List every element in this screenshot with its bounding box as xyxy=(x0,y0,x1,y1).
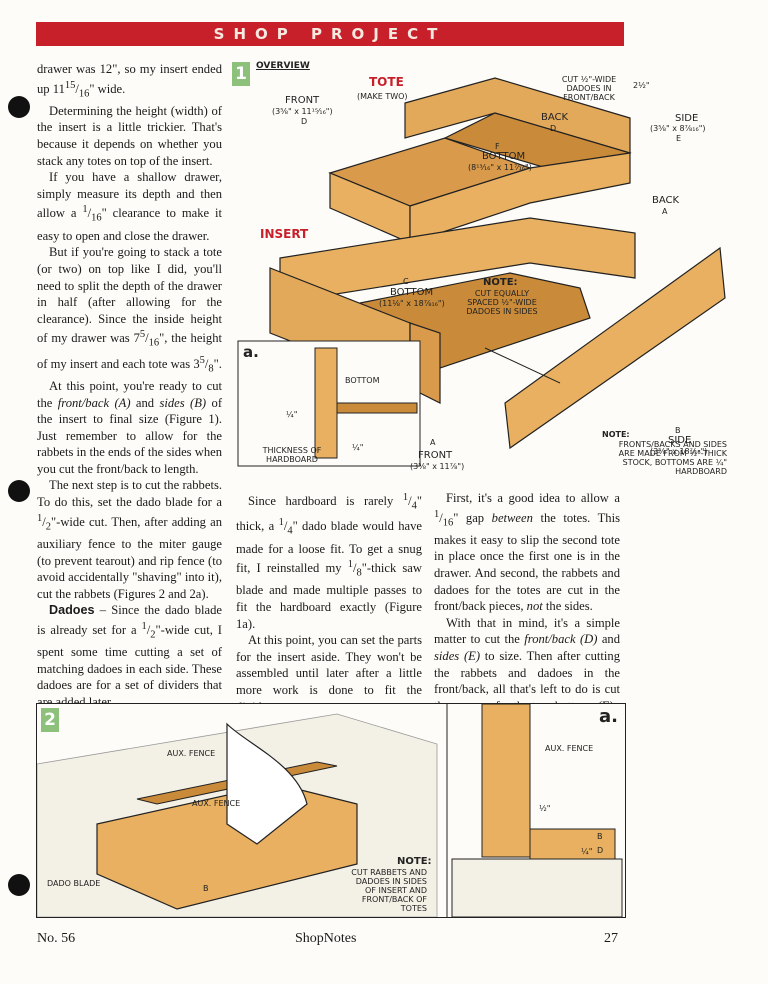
dado-blade-label: DADO BLADE xyxy=(47,879,101,888)
article-column-3: First, it's a good idea to allow a 1/16"… xyxy=(434,490,620,714)
figure-number-badge: 1 xyxy=(232,62,250,86)
back-top-letter: D xyxy=(550,124,557,133)
issue-number: No. 56 xyxy=(37,931,76,946)
aux-fence-label-1: AUX. FENCE xyxy=(167,749,216,758)
binder-hole xyxy=(8,480,30,502)
cut-dadoes-note: CUT ½"-WIDE DADOES IN FRONT/BACK xyxy=(561,75,617,102)
table-saw-drawing xyxy=(37,704,623,917)
tote-label: TOTE xyxy=(369,75,404,89)
bottom-insert-label: BOTTOM xyxy=(390,287,434,298)
note-rabbets-body: CUT RABBETS AND DADOES IN SIDES OF INSER… xyxy=(351,868,427,913)
figure-1-overview: 1 OVERVIEW TOTE (MAKE TWO) FRONT (3⅝" x … xyxy=(230,58,730,488)
detail-a-thickness: THICKNESS OF HARDBOARD xyxy=(262,446,322,464)
tote-make-two: (MAKE TWO) xyxy=(357,92,408,101)
front-insert-letter: A xyxy=(430,438,436,447)
detail-2a-label: a. xyxy=(599,706,618,727)
note-material-body: FRONTS/BACKS AND SIDES ARE MADE FROM ½"-… xyxy=(618,440,727,476)
binder-hole xyxy=(8,96,30,118)
detail-b-letter: B xyxy=(597,832,603,841)
shop-project-banner: SHOP PROJECT xyxy=(36,22,624,46)
detail-a-aux-fence xyxy=(481,704,531,858)
detail-a-quarter: ¼" xyxy=(286,410,298,419)
bottom-insert-dim: (11⅛" x 18⅞₁₆") xyxy=(379,299,445,308)
workpiece-letter: B xyxy=(203,884,209,893)
paragraph: Dadoes – Since the dado blade is already… xyxy=(37,603,222,709)
figure-2-rabbets: 2 AUX. FENCE AUX. FENCE DADO BLADE B NOT… xyxy=(36,703,626,918)
side-top-label: SIDE xyxy=(675,113,699,124)
detail-a-bottom-label: BOTTOM xyxy=(345,376,380,385)
bottom-insert-letter: C xyxy=(403,277,409,286)
side-top-letter: E xyxy=(676,134,682,143)
note-rabbets-title: NOTE: xyxy=(397,856,432,867)
detail-a-table xyxy=(451,858,623,917)
front-top-letter: D xyxy=(301,117,308,126)
front-top-dim: (3⅝" x 11¹⁵⁄₁₆") xyxy=(272,107,333,116)
detail-d-letter: D xyxy=(597,846,604,855)
magazine-name: ShopNotes xyxy=(295,931,357,946)
side-insert-dim: (3⅝" x 18⁷⁄₁₆") xyxy=(650,447,708,456)
paragraph: With that in mind, it's a simple matter … xyxy=(434,615,621,713)
note-dadoes-title: NOTE: xyxy=(483,277,518,288)
paragraph: The next step is to cut the rabbets. To … xyxy=(37,478,222,601)
detail-a-label: a. xyxy=(243,343,259,361)
exploded-assembly-drawing xyxy=(237,77,726,467)
front-insert-label: FRONT xyxy=(418,450,453,461)
quarter-dim: ¼" xyxy=(581,847,593,856)
detail-a-bottom xyxy=(336,402,418,414)
figure-number-badge: 2 xyxy=(41,708,59,732)
side-insert-label: SIDE xyxy=(668,435,692,446)
bottom-top-letter: F xyxy=(495,142,500,151)
front-insert-dim: (3⅝" x 11⅞") xyxy=(410,462,465,471)
page-number: 27 xyxy=(604,931,618,946)
paragraph: drawer was 12", so my insert ended up 11… xyxy=(37,62,222,100)
overview-label: OVERVIEW xyxy=(256,61,310,71)
paragraph: Since hardboard is rarely 1/4" thick, a … xyxy=(236,492,422,631)
front-top-label: FRONT xyxy=(285,95,320,106)
aux-fence-label-2: AUX. FENCE xyxy=(192,799,241,808)
hand-icon xyxy=(226,722,308,845)
back-top-label: BACK xyxy=(541,112,569,123)
paragraph: At this point, you can set the parts for… xyxy=(236,633,422,713)
paragraph: Determining the height (width) of the in… xyxy=(37,103,222,168)
detail-a-workpiece xyxy=(529,828,616,860)
paragraph: At this point, you're ready to cut the f… xyxy=(37,378,223,476)
side-top-dim: (3⅝" x 8⅞₁₆") xyxy=(650,124,706,133)
insert-label: INSERT xyxy=(260,227,309,241)
bottom-top-label: BOTTOM xyxy=(482,151,526,162)
back-insert-letter: A xyxy=(662,207,668,216)
note-dadoes-body: CUT EQUALLY SPACED ½"-WIDE DADOES IN SID… xyxy=(466,289,538,316)
back-insert-label: BACK xyxy=(652,195,680,206)
side-insert-letter: B xyxy=(675,426,681,435)
binder-hole xyxy=(8,874,30,896)
paragraph: But if you're going to stack a tote (or … xyxy=(37,245,222,375)
banner-title: SHOP PROJECT xyxy=(213,25,447,43)
aux-fence-label-3: AUX. FENCE xyxy=(545,744,594,753)
insert-side-piece xyxy=(504,246,726,450)
dado-dimension-line xyxy=(484,347,561,384)
dim-2-half: 2½" xyxy=(633,81,650,90)
detail-a-side xyxy=(314,347,338,459)
detail-a-quarter-2: ¼" xyxy=(352,443,364,452)
bottom-top-dim: (8¹³⁄₁₆" x 11⁷⁄₁₆") xyxy=(468,163,532,172)
note-material-title: NOTE: xyxy=(602,430,630,439)
paragraph: If you have a shallow drawer, simply mea… xyxy=(37,170,222,243)
paragraph: First, it's a good idea to allow a 1/16"… xyxy=(434,491,620,614)
half-dim: ½" xyxy=(539,804,551,813)
